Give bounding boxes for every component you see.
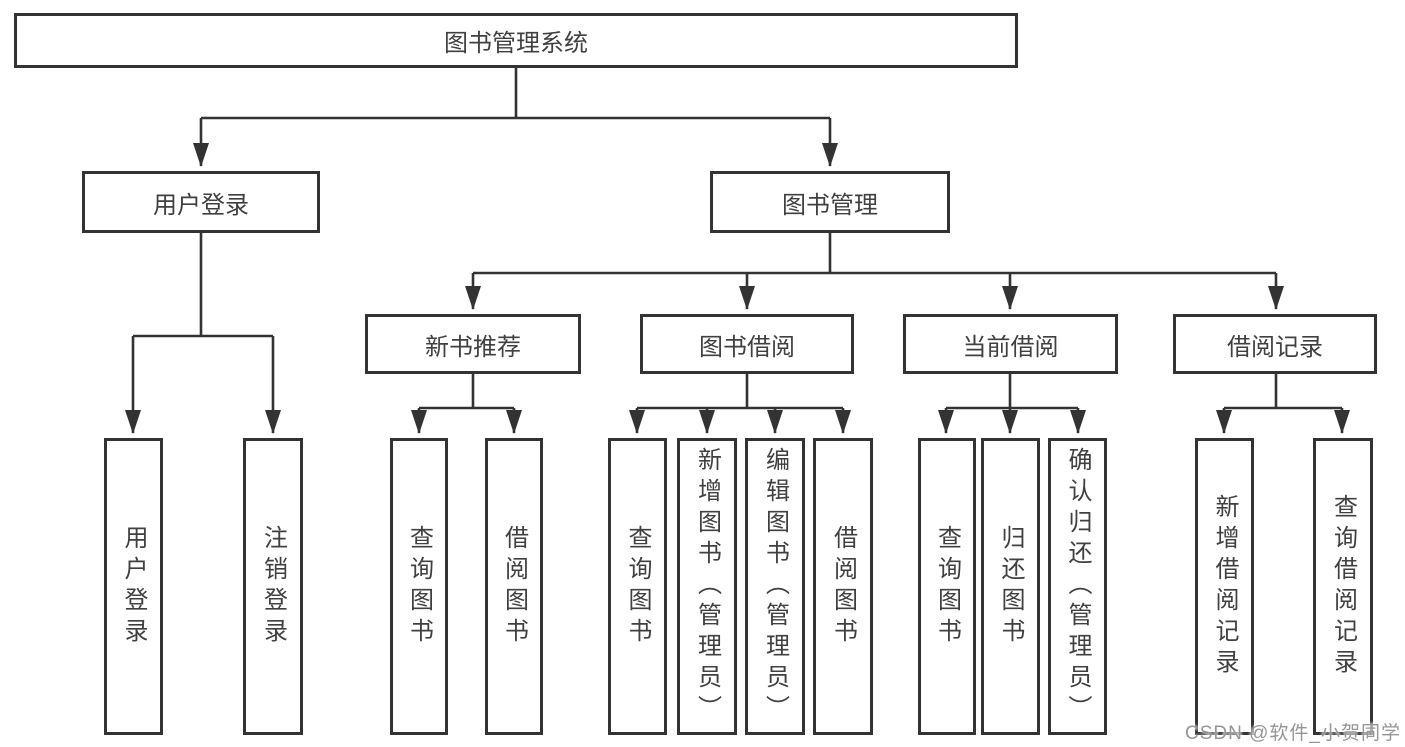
node-new-book-recommend: 新书推荐 (365, 314, 581, 374)
leaf-query-borrow-record: 查询借阅记录 (1313, 438, 1373, 735)
edge-borrow-record-children (1216, 374, 1350, 434)
edge-root-to-level2 (193, 67, 838, 167)
node-book-management: 图书管理 (710, 171, 950, 233)
edge-user-login-children (125, 233, 281, 434)
leaf-return-books: 归还图书 (981, 438, 1040, 735)
leaf-edit-books-admin: 编辑图书（管理员） (745, 438, 805, 735)
leaf-borrow-books: 借阅图书 (813, 438, 873, 735)
node-root-system: 图书管理系统 (14, 13, 1018, 68)
leaf-borrow-books-recommend: 借阅图书 (485, 438, 543, 735)
leaf-query-books-recommend: 查询图书 (390, 438, 448, 735)
node-current-borrow: 当前借阅 (903, 314, 1118, 374)
leaf-confirm-return-admin: 确认归还（管理员） (1048, 438, 1107, 735)
leaf-user-login: 用户登录 (104, 438, 163, 735)
node-borrow-record: 借阅记录 (1173, 314, 1377, 374)
edge-book-management-children (465, 233, 1284, 310)
node-user-login: 用户登录 (82, 171, 320, 233)
leaf-add-books-admin: 新增图书（管理员） (677, 438, 737, 735)
node-book-borrow: 图书借阅 (640, 314, 854, 374)
leaf-query-books-current: 查询图书 (918, 438, 976, 735)
edge-new-book-children (411, 374, 522, 434)
leaf-query-books-borrow: 查询图书 (608, 438, 667, 735)
edge-book-borrow-children (629, 374, 851, 434)
leaf-add-borrow-record: 新增借阅记录 (1195, 438, 1254, 735)
csdn-watermark: CSDN @软件_小贺同学 (1185, 723, 1401, 744)
leaf-logout: 注销登录 (243, 438, 303, 735)
edge-current-borrow-children (938, 374, 1086, 434)
